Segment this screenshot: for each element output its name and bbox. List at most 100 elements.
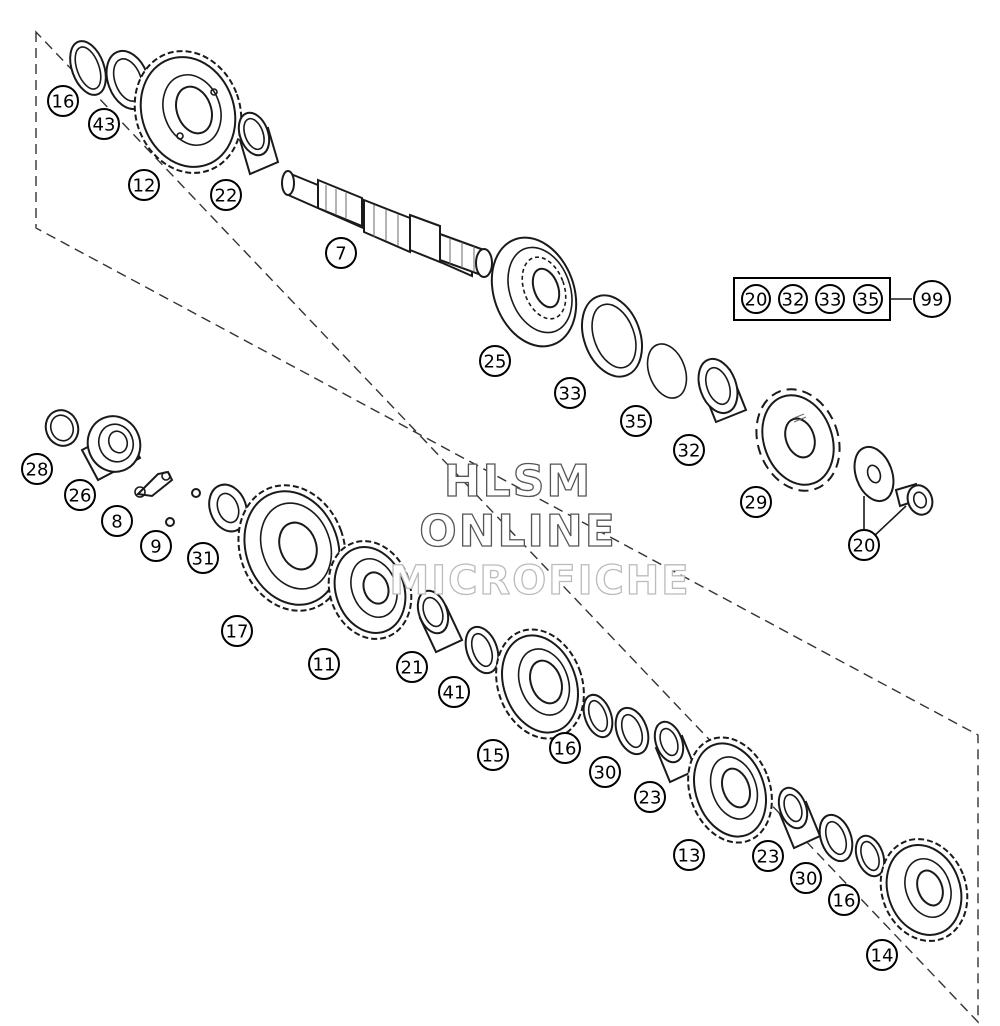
svg-text:30: 30 (594, 763, 617, 784)
callout-part[interactable]: 30 (790, 862, 822, 894)
kit-number-callout[interactable]: 99 (913, 280, 951, 318)
callout-part[interactable]: 12 (128, 169, 160, 201)
svg-text:14: 14 (871, 946, 894, 967)
callout-part[interactable]: 23 (752, 840, 784, 872)
circlip-16-lower (854, 834, 886, 878)
callout-part[interactable]: 9 (140, 530, 172, 562)
bearing-25 (490, 236, 578, 348)
countershaft-assembly (44, 409, 969, 942)
callout-part[interactable]: 30 (589, 756, 621, 788)
watermark: HLSM ONLINE MICROFICHE (389, 455, 690, 604)
svg-text:32: 32 (678, 441, 701, 462)
callout-part[interactable]: 31 (187, 542, 219, 574)
svg-text:20: 20 (745, 290, 768, 311)
assembly-frame (35, 30, 979, 1024)
lock-plate-8 (134, 470, 174, 498)
svg-text:25: 25 (484, 352, 507, 373)
callout-part[interactable]: 13 (673, 839, 705, 871)
svg-text:26: 26 (69, 486, 92, 507)
washer-20 (853, 445, 895, 503)
gear-13 (687, 736, 773, 844)
o-ring-35 (646, 343, 688, 399)
svg-text:32: 32 (782, 290, 805, 311)
callout-part[interactable]: 17 (221, 615, 253, 647)
bushing-23-lower (777, 786, 822, 850)
bushing-22 (237, 111, 280, 176)
callout-part[interactable]: 16 (549, 732, 581, 764)
svg-text:11: 11 (313, 655, 336, 676)
svg-text:12: 12 (133, 176, 156, 197)
bolt-20 (894, 482, 934, 516)
callout-part[interactable]: 20 (848, 529, 880, 561)
svg-text:29: 29 (745, 493, 768, 514)
callout-part[interactable]: 23 (634, 781, 666, 813)
watermark-line-1: HLSM (444, 456, 592, 507)
svg-text:99: 99 (921, 290, 944, 311)
svg-text:7: 7 (335, 244, 346, 265)
callout-part[interactable]: 14 (866, 939, 898, 971)
screw-9 (165, 488, 201, 527)
gear-15 (495, 628, 585, 740)
callout-part[interactable]: 11 (308, 648, 340, 680)
leader-20-bolt (871, 505, 907, 539)
circlip-16-middle (582, 693, 614, 739)
svg-text:28: 28 (26, 460, 49, 481)
gear-11 (327, 540, 413, 640)
callout-part[interactable]: 43 (88, 108, 120, 140)
shaft-7 (281, 170, 493, 278)
sprocket-29 (755, 388, 841, 492)
callout-part[interactable]: 26 (64, 479, 96, 511)
kit-member-callout[interactable]: 33 (815, 284, 845, 314)
svg-text:43: 43 (93, 115, 116, 136)
svg-text:33: 33 (559, 384, 582, 405)
callout-part[interactable]: 35 (620, 405, 652, 437)
callout-layer: 16 43 12 22 7 25 33 35 32 29 20 28 26 8 … (21, 85, 898, 971)
svg-text:41: 41 (443, 683, 466, 704)
washer-30-upper (614, 706, 650, 756)
watermark-line-3: MICROFICHE (389, 558, 690, 604)
callout-part[interactable]: 29 (740, 486, 772, 518)
callout-part[interactable]: 25 (479, 345, 511, 377)
bearing-26 (80, 415, 142, 482)
callout-part[interactable]: 33 (554, 377, 586, 409)
kit-member-callout[interactable]: 35 (853, 284, 883, 314)
svg-text:35: 35 (625, 412, 648, 433)
svg-text:33: 33 (819, 290, 842, 311)
svg-text:31: 31 (192, 549, 215, 570)
svg-text:13: 13 (678, 846, 701, 867)
callout-part[interactable]: 16 (828, 884, 860, 916)
callout-part[interactable]: 16 (47, 85, 79, 117)
svg-text:8: 8 (111, 512, 122, 533)
callout-part[interactable]: 8 (101, 505, 133, 537)
gear-12 (133, 50, 243, 174)
svg-text:22: 22 (215, 186, 238, 207)
svg-text:15: 15 (482, 746, 505, 767)
svg-text:16: 16 (52, 92, 75, 113)
gear-17 (237, 484, 347, 612)
svg-text:20: 20 (853, 536, 876, 557)
callout-part[interactable]: 32 (673, 434, 705, 466)
callout-part[interactable]: 41 (438, 676, 470, 708)
callout-part[interactable]: 7 (325, 237, 357, 269)
callout-part[interactable]: 22 (210, 179, 242, 211)
kit-member-callout[interactable]: 32 (778, 284, 808, 314)
svg-text:16: 16 (554, 739, 577, 760)
washer-30-lower (818, 813, 854, 863)
gear-14 (879, 838, 969, 942)
washer-41 (464, 625, 500, 675)
bushing-21 (416, 589, 464, 654)
main-shaft-assembly (69, 40, 934, 539)
svg-text:35: 35 (857, 290, 880, 311)
kit-box: 20 32 33 35 99 (733, 277, 951, 321)
callout-part[interactable]: 21 (396, 651, 428, 683)
callout-part[interactable]: 28 (21, 453, 53, 485)
thrust-washer-31 (208, 483, 248, 533)
kit-member-callout[interactable]: 20 (741, 284, 771, 314)
callout-part[interactable]: 15 (477, 739, 509, 771)
watermark-line-2: ONLINE (419, 506, 617, 557)
seal-33 (581, 294, 643, 378)
spacer-32 (697, 357, 748, 424)
svg-text:23: 23 (757, 847, 780, 868)
svg-text:16: 16 (833, 891, 856, 912)
